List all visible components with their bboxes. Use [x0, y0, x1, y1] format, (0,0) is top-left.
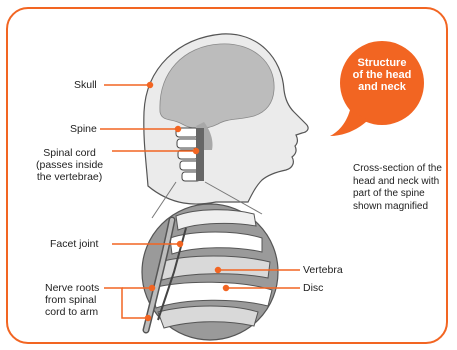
description: Cross-section of the head and neck with …	[353, 163, 451, 213]
label-spine: Spine	[70, 123, 97, 135]
label-nerve-roots: Nerve roots from spinal cord to arm	[45, 282, 99, 318]
label-vertebra: Vertebra	[303, 264, 343, 276]
label-spinal-cord: Spinal cord (passes inside the vertebrae…	[36, 147, 103, 183]
label-facet-joint: Facet joint	[50, 238, 98, 250]
diagram-title: Structure of the head and neck	[340, 57, 424, 93]
label-skull: Skull	[74, 79, 97, 91]
label-disc: Disc	[303, 282, 323, 294]
